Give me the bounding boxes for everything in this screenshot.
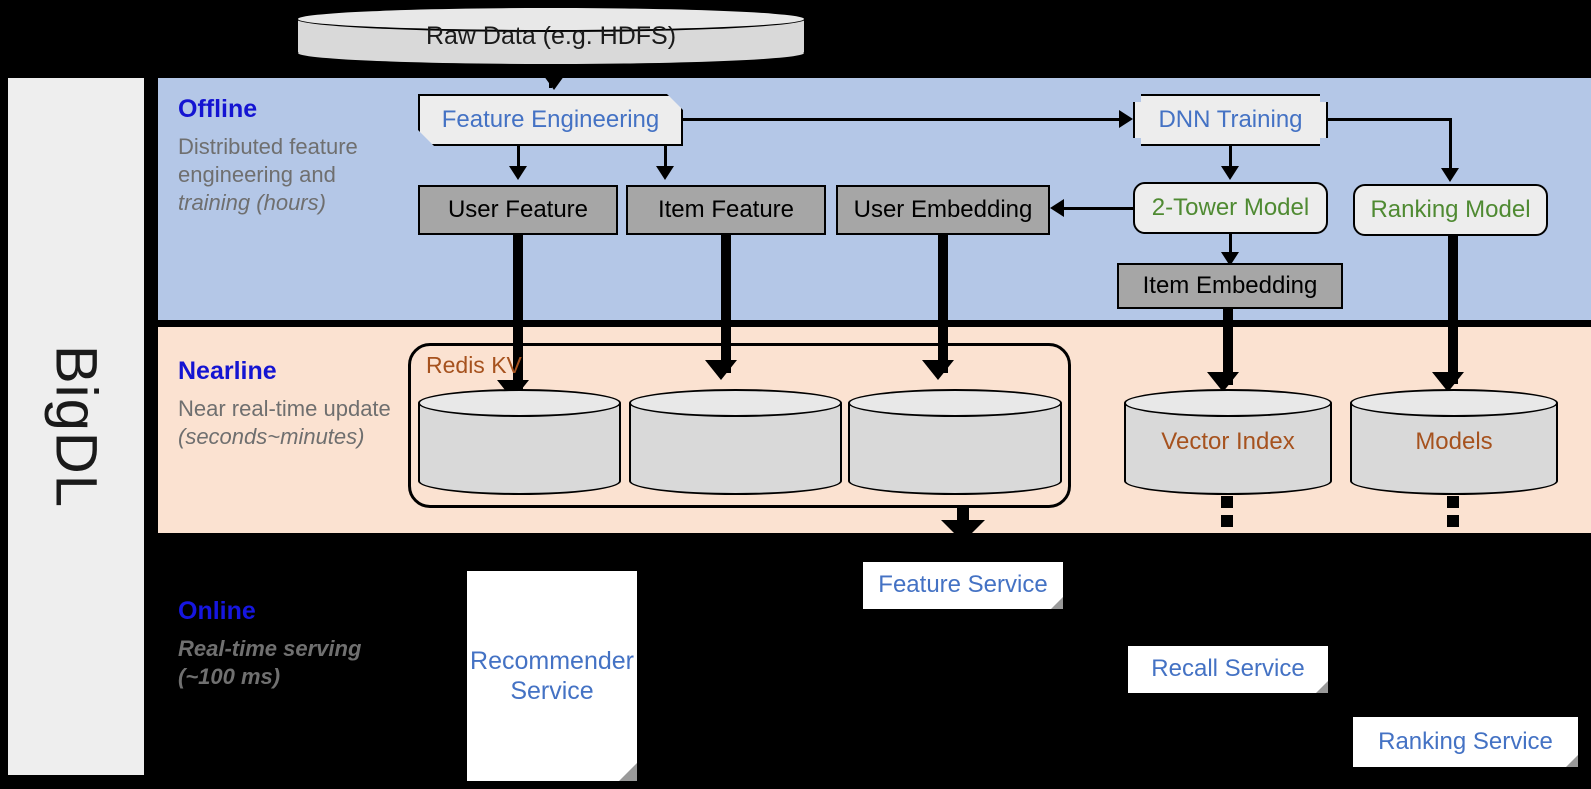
arrowhead-dnn-to-ranking	[1441, 168, 1459, 182]
cylinder-top	[418, 389, 621, 417]
arrowhead-fe-to-item-feature	[656, 166, 674, 180]
bigdl-text: BigDL	[43, 345, 109, 508]
recommender-service-label: Recommender Service	[470, 647, 634, 705]
arrowhead-dnn-to-two-tower	[1221, 166, 1239, 180]
connector-dnn-to-two-tower	[1229, 146, 1232, 174]
item-embedding-label: Item Embedding	[1142, 271, 1318, 299]
feature-service-note[interactable]: Feature Service	[863, 562, 1063, 609]
offline-title: Offline	[178, 95, 258, 123]
user-embedding-label: User Embedding	[853, 195, 1033, 223]
arrowhead-two-tower-to-user-embedding	[1050, 199, 1064, 217]
feature-engineering-label: Feature Engineering	[441, 105, 660, 133]
connector-fe-to-item-feature	[664, 146, 667, 174]
cylinder-top	[1350, 389, 1558, 417]
dnn-training-box[interactable]: DNN Training	[1133, 94, 1328, 146]
pipe-redis-to-feature-service-segment	[957, 508, 969, 520]
page-fold-icon	[1051, 597, 1063, 609]
item-feature-box[interactable]: Item Feature	[626, 185, 826, 235]
user-feature-label: User Feature	[447, 195, 589, 223]
online-caption: Online Real-time serving (~100 ms)	[178, 597, 393, 691]
item-feature-label: Item Feature	[657, 195, 795, 223]
page-fold-icon	[1316, 681, 1328, 693]
user-embedding-box[interactable]: User Embedding	[836, 185, 1050, 235]
online-title: Online	[178, 597, 256, 625]
arrowhead-fe-to-user-feature	[509, 166, 527, 180]
redis-store-3-label	[848, 389, 1062, 495]
raw-data-cylinder: Raw Data (e.g. HDFS)	[296, 6, 806, 66]
cylinder-top	[1124, 389, 1332, 417]
cylinder-top	[296, 6, 806, 32]
page-fold-icon	[1566, 755, 1578, 767]
cylinder-top	[848, 389, 1062, 417]
pipe-vector-index-dash-1	[1221, 496, 1233, 508]
user-feature-box[interactable]: User Feature	[418, 185, 618, 235]
two-tower-model-label: 2-Tower Model	[1151, 193, 1310, 221]
pipe-user-embedding-to-store3	[938, 233, 948, 373]
page-fold-icon	[619, 763, 637, 781]
redis-kv-label: Redis KV	[426, 352, 522, 378]
bigdl-rail: BigDL	[8, 78, 144, 775]
ranking-model-box[interactable]: Ranking Model	[1353, 184, 1548, 236]
pipe-user-feature-to-store1	[513, 233, 523, 393]
connector-two-tower-to-user-embedding	[1064, 207, 1134, 210]
arrowhead-two-tower-to-item-embedding	[1221, 252, 1239, 266]
feature-engineering-box[interactable]: Feature Engineering	[418, 94, 683, 146]
connector-dnn-to-ranking-h	[1328, 118, 1452, 121]
arrowhead-redis-to-feature-service	[941, 520, 985, 542]
item-embedding-box[interactable]: Item Embedding	[1117, 263, 1343, 309]
recall-service-label: Recall Service	[1151, 655, 1305, 683]
pipe-item-feature-to-store2	[721, 233, 731, 373]
redis-kv-group	[408, 343, 1071, 508]
two-tower-model-box[interactable]: 2-Tower Model	[1133, 182, 1328, 234]
raw-data-label: Raw Data (e.g. HDFS)	[425, 21, 677, 50]
nearline-subtitle: Near real-time update (seconds~minutes)	[178, 395, 393, 451]
vector-index-cylinder[interactable]: Vector Index	[1124, 389, 1332, 495]
online-subtitle: Real-time serving (~100 ms)	[178, 635, 393, 691]
ranking-service-note[interactable]: Ranking Service	[1353, 717, 1578, 767]
offline-subtitle-em: training (hours)	[178, 189, 326, 215]
arrowhead-user-embedding-to-store3	[922, 360, 954, 380]
offline-subtitle: Distributed feature engineering and trai…	[178, 133, 393, 217]
arrowhead-item-embedding-to-vector-index	[1207, 372, 1239, 392]
nearline-caption: Nearline Near real-time update (seconds~…	[178, 357, 393, 451]
redis-store-cylinder-3[interactable]	[848, 389, 1062, 495]
dnn-training-label: DNN Training	[1158, 105, 1303, 133]
redis-store-1-label	[418, 389, 621, 495]
arrowhead-rawdata-to-fe	[541, 72, 567, 90]
nearline-title: Nearline	[178, 357, 277, 385]
nearline-subtitle-em: (seconds~minutes)	[178, 423, 365, 449]
cylinder-top	[629, 389, 842, 417]
connector-fe-to-user-feature	[517, 146, 520, 174]
connector-dnn-to-ranking-v	[1449, 118, 1452, 176]
arrowhead-ranking-model-to-models	[1432, 372, 1464, 392]
pipe-models-dash-2	[1447, 515, 1459, 527]
redis-store-cylinder-2[interactable]	[629, 389, 842, 495]
offline-subtitle-text: Distributed feature engineering and	[178, 133, 358, 187]
online-subtitle-text: Real-time serving	[178, 635, 362, 661]
offline-caption: Offline Distributed feature engineering …	[178, 95, 393, 217]
nearline-subtitle-text: Near real-time update	[178, 395, 391, 421]
vector-index-label: Vector Index	[1161, 428, 1295, 455]
redis-store-cylinder-1[interactable]	[418, 389, 621, 495]
ranking-model-label: Ranking Model	[1370, 195, 1531, 223]
pipe-item-embedding-to-vector-index	[1223, 307, 1233, 385]
recall-service-note[interactable]: Recall Service	[1128, 646, 1328, 693]
bigdl-logo-label: BigDL	[8, 78, 144, 775]
connector-two-tower-to-item-embedding	[1229, 234, 1232, 260]
online-subtitle-em: (~100 ms)	[178, 663, 281, 689]
arrowhead-fe-to-dnn	[1119, 110, 1133, 128]
ranking-service-label: Ranking Service	[1378, 727, 1553, 755]
redis-store-2-label	[629, 389, 842, 495]
pipe-vector-index-dash-2	[1221, 515, 1233, 527]
arrowhead-item-feature-to-store2	[705, 360, 737, 380]
feature-service-label: Feature Service	[878, 571, 1048, 599]
models-label: Models	[1415, 428, 1493, 455]
pipe-ranking-model-to-models	[1448, 234, 1458, 384]
models-cylinder[interactable]: Models	[1350, 389, 1558, 495]
recommender-service-note[interactable]: Recommender Service	[467, 571, 637, 781]
connector-fe-to-dnn	[683, 118, 1119, 121]
pipe-models-dash-1	[1447, 496, 1459, 508]
